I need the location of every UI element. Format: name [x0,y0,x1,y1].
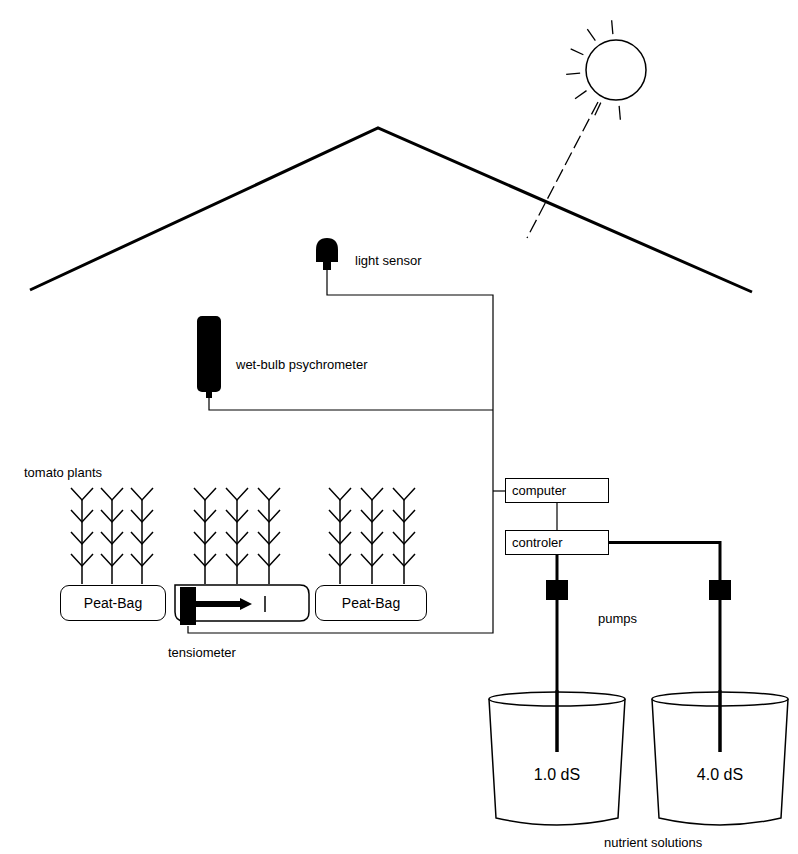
tomato-plant [131,488,153,584]
part-label: wet-bulb psychrometer [236,358,368,373]
pump [709,580,731,600]
process-box: controler [505,530,609,555]
light-sensor-base [323,262,331,270]
tomato-plant [393,488,415,584]
nutrient-bucket: 4.0 dS [650,690,790,830]
part-label: light sensor [355,254,421,269]
tomato-plant [361,488,383,584]
tomato-plant [258,488,280,584]
tensiometer-tip [240,598,252,610]
solution-label: 4.0 dS [650,766,790,784]
pipe-connector [556,503,557,530]
sun-ray [566,73,580,74]
psychrometer-tip [206,392,212,398]
solution-label: 1.0 dS [487,766,627,784]
node-text: controler [512,535,602,550]
tomato-plant [101,488,123,584]
node-text: computer [512,483,602,498]
part-label: tensiometer [168,646,236,661]
tomato-plant [194,488,216,584]
tomato-plants [71,488,415,584]
tomato-plant [71,488,93,584]
sun-ray [612,20,613,34]
sun [566,20,646,120]
sun-disc [586,40,646,100]
part-label: nutrient solutions [604,836,702,851]
tensiometer [180,587,196,625]
sun-ray [587,29,595,40]
peat-bag: Peat-Bag [60,585,166,621]
pump [546,580,568,600]
peat-bag: Peat-Bag [315,585,427,621]
tensiometer-mark [264,596,266,612]
nutrient-bucket: 1.0 dS [487,690,627,830]
sensor-wire [209,398,493,410]
light-sensor [316,238,338,262]
tomato-plant [226,488,248,584]
light-ray [527,102,598,238]
sun-ray [571,49,584,55]
tensiometer-cup [196,601,240,607]
sensor-wire [188,270,493,633]
node-text: Peat-Bag [84,595,142,611]
part-label: tomato plants [24,466,102,481]
sensor-wire [493,490,505,491]
bucket-outline [487,690,627,830]
pipe-connector [556,555,559,690]
sun-ray [595,103,601,116]
psychrometer [197,316,221,392]
node-text: Peat-Bag [342,595,400,611]
tomato-plant [329,488,351,584]
sun-ray [619,106,620,120]
part-label: pumps [598,612,637,627]
bucket-outline [650,690,790,830]
sun-ray [575,91,586,99]
process-box: computer [505,478,609,503]
greenhouse-roof [30,128,752,292]
